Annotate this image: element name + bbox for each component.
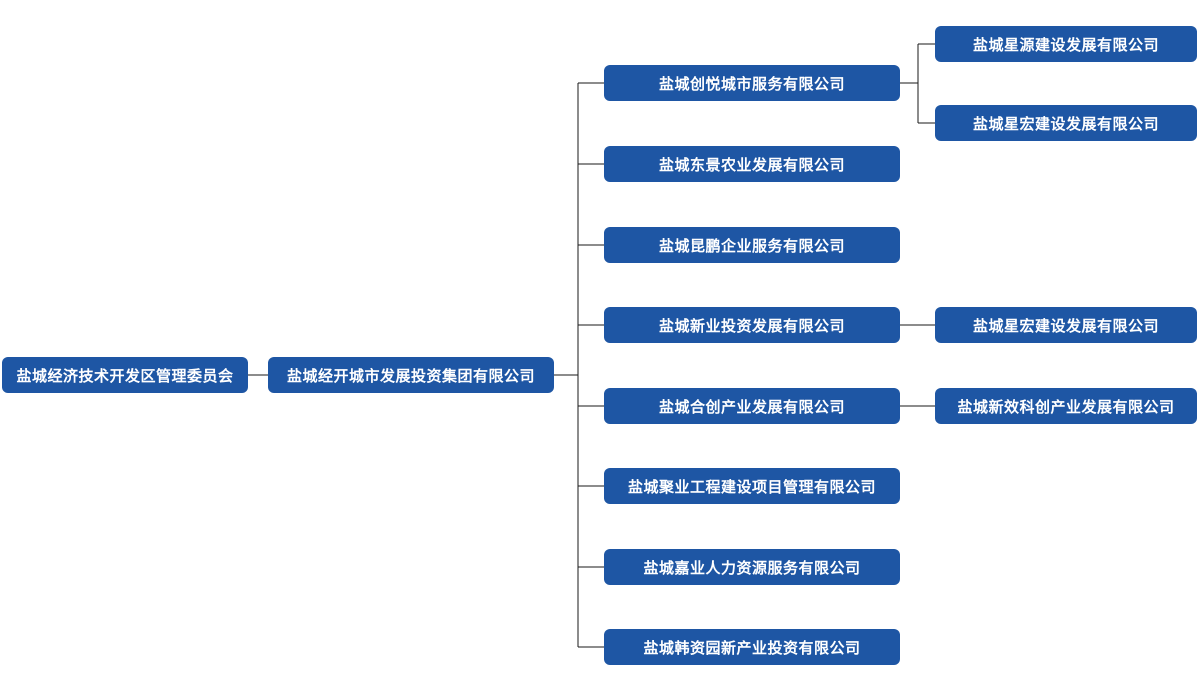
node-root-committee: 盐城经济技术开发区管理委员会 <box>2 357 248 393</box>
node-subsidiary-4: 盐城新业投资发展有限公司 <box>604 307 900 343</box>
node-subsubsidiary-1: 盐城星源建设发展有限公司 <box>935 26 1197 62</box>
node-subsubsidiary-4: 盐城新效科创产业发展有限公司 <box>935 388 1197 424</box>
node-subsidiary-8: 盐城韩资园新产业投资有限公司 <box>604 629 900 665</box>
node-subsidiary-6: 盐城聚业工程建设项目管理有限公司 <box>604 468 900 504</box>
node-subsubsidiary-3: 盐城星宏建设发展有限公司 <box>935 307 1197 343</box>
node-subsidiary-2: 盐城东景农业发展有限公司 <box>604 146 900 182</box>
node-subsidiary-1: 盐城创悦城市服务有限公司 <box>604 65 900 101</box>
node-subsidiary-7: 盐城嘉业人力资源服务有限公司 <box>604 549 900 585</box>
node-group-company: 盐城经开城市发展投资集团有限公司 <box>268 357 554 393</box>
node-subsidiary-3: 盐城昆鹏企业服务有限公司 <box>604 227 900 263</box>
node-subsidiary-5: 盐城合创产业发展有限公司 <box>604 388 900 424</box>
node-subsubsidiary-2: 盐城星宏建设发展有限公司 <box>935 105 1197 141</box>
